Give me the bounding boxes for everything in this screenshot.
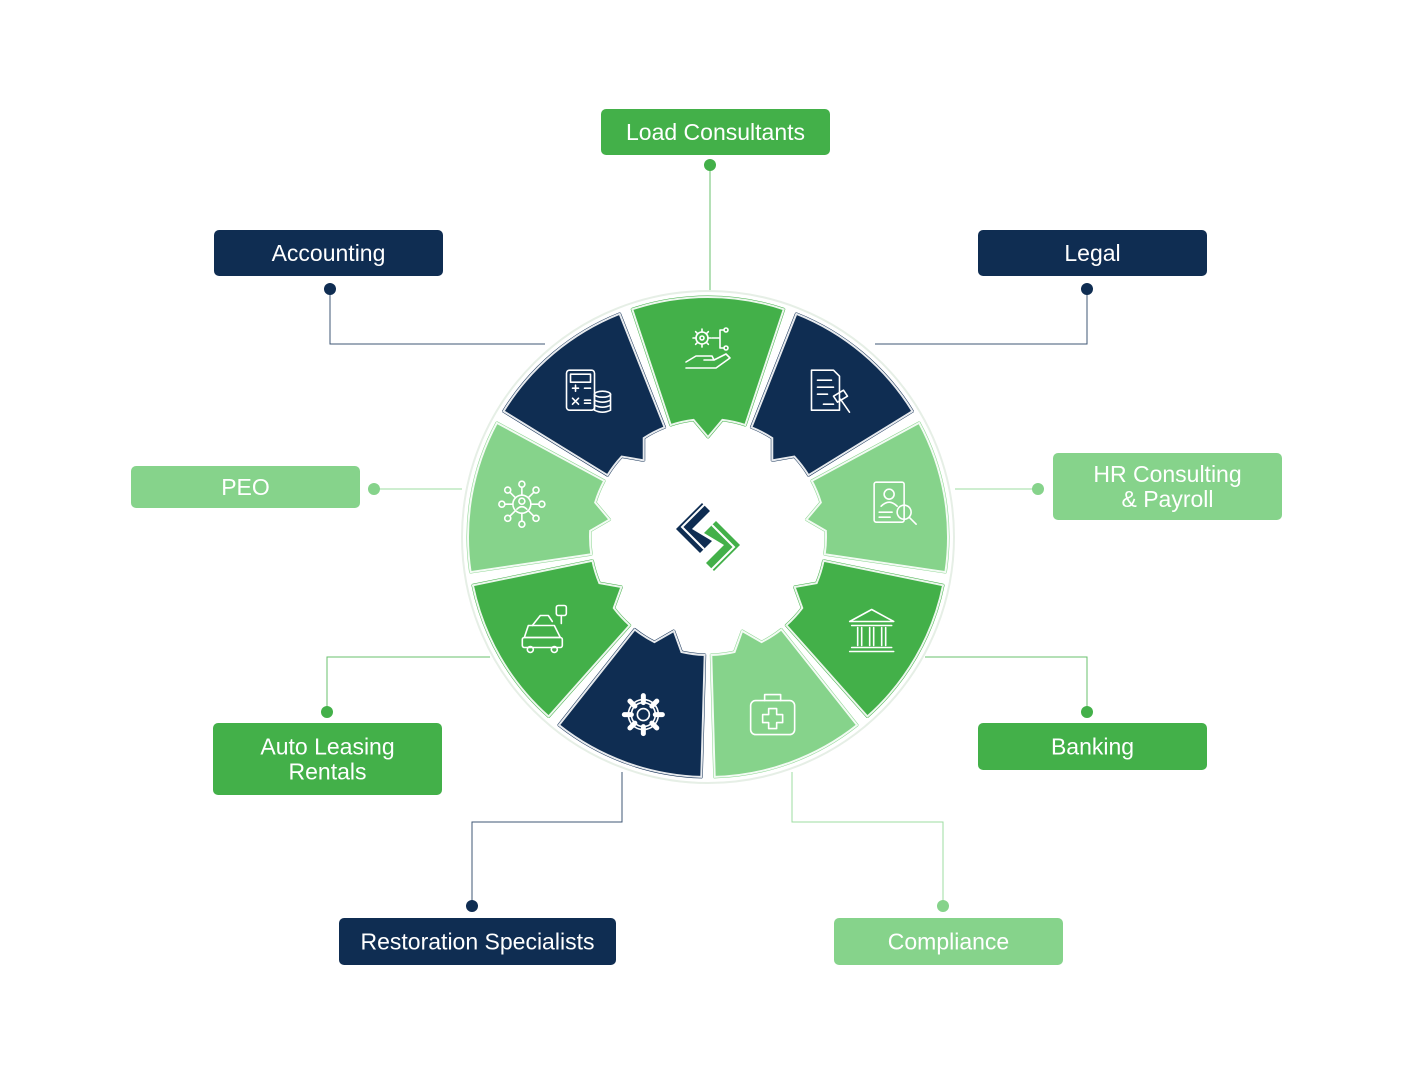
legal-label-text: Legal: [1064, 240, 1120, 266]
load-consultants-label-text: Load Consultants: [626, 119, 805, 145]
compliance-connector: [791, 772, 944, 906]
restoration-specialists-connector-dot: [466, 900, 478, 912]
gear-icon: [621, 693, 665, 737]
auto-leasing-rentals-connector: [326, 656, 490, 712]
legal-label[interactable]: Legal: [978, 230, 1207, 276]
auto-leasing-rentals-label-text: Auto Leasing: [260, 734, 394, 760]
accounting-label-box: [214, 230, 443, 276]
accounting-segment-border: [502, 312, 666, 477]
hr-consulting-payroll-connector-dot: [1032, 483, 1044, 495]
banking-connector-dot: [1081, 706, 1093, 718]
legal-document-icon: [810, 369, 851, 414]
accounting-connector-dot: [324, 283, 336, 295]
legal-connector: [875, 289, 1088, 345]
banking-label-text: Banking: [1051, 734, 1134, 760]
medical-kit-icon: [749, 693, 796, 736]
wheel-segments: [461, 290, 955, 784]
compliance-label-text: Compliance: [888, 929, 1009, 955]
connectors: [321, 159, 1093, 912]
compliance-label[interactable]: Compliance: [834, 918, 1063, 965]
accounting-label[interactable]: Accounting: [214, 230, 443, 276]
hr-consulting-payroll-label-box: [1053, 453, 1282, 520]
hr-consulting-payroll-segment-border: [804, 421, 949, 574]
legal-label-box: [978, 230, 1207, 276]
segment-icons: [498, 327, 917, 737]
banking-segment-border: [784, 559, 945, 718]
auto-leasing-rentals-connector-dot: [321, 706, 333, 718]
compliance-label-box: [834, 918, 1063, 965]
legal-connector-dot: [1081, 283, 1093, 295]
restoration-specialists-label[interactable]: Restoration Specialists: [339, 918, 616, 965]
peo-label-text: PEO: [221, 474, 270, 500]
hr-consulting-payroll-label-text: HR Consulting: [1093, 461, 1241, 487]
restoration-specialists-label-text: Restoration Specialists: [361, 929, 595, 955]
banking-connector: [925, 656, 1088, 712]
accounting-label-text: Accounting: [272, 240, 386, 266]
document-search-icon: [873, 481, 917, 525]
peo-label-box: [131, 466, 360, 508]
banking-label[interactable]: Banking: [978, 723, 1207, 770]
hr-consulting-payroll-label-text: & Payroll: [1121, 486, 1213, 512]
load-consultants-label[interactable]: Load Consultants: [601, 109, 830, 155]
legal-segment-border: [750, 312, 914, 477]
load-consultants-connector-dot: [704, 159, 716, 171]
compliance-segment-border: [710, 628, 859, 778]
bank-icon: [848, 608, 895, 653]
restoration-specialists-label-box: [339, 918, 616, 965]
banking-label-box: [978, 723, 1207, 770]
peo-label[interactable]: PEO: [131, 466, 360, 508]
load-consultants-label-box: [601, 109, 830, 155]
auto-leasing-rentals-label-text: Rentals: [289, 759, 367, 785]
compliance-connector-dot: [937, 900, 949, 912]
car-rental-icon: [521, 604, 568, 654]
peo-segment-border: [467, 421, 612, 574]
load-consultants-segment-border: [630, 296, 786, 439]
calculator-icon: [565, 369, 612, 414]
wheel-outer-ring: [461, 290, 955, 784]
restoration-specialists-connector: [471, 772, 623, 906]
network-people-icon: [498, 480, 546, 528]
s-logo-icon: [676, 502, 740, 572]
hr-consulting-payroll-label[interactable]: HR Consulting& Payroll: [1053, 453, 1282, 520]
accounting-connector: [329, 289, 545, 345]
gear-hand-icon: [685, 327, 731, 369]
auto-leasing-rentals-segment-border: [471, 559, 632, 718]
auto-leasing-rentals-label-box: [213, 723, 442, 795]
peo-connector-dot: [368, 483, 380, 495]
restoration-specialists-segment-border: [557, 628, 706, 778]
